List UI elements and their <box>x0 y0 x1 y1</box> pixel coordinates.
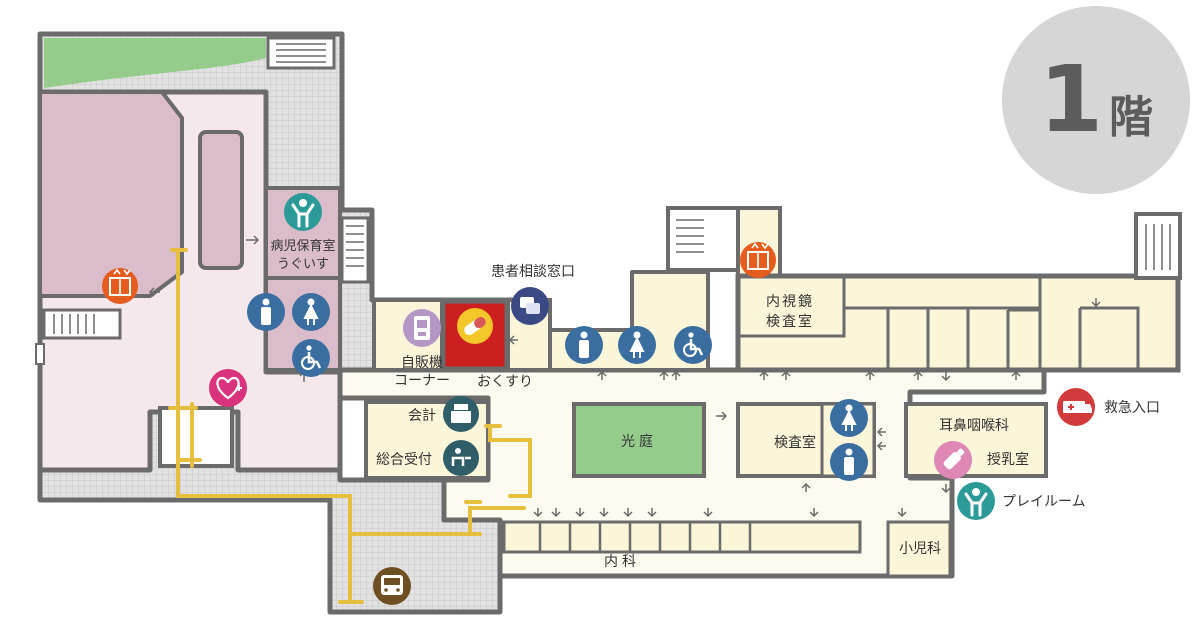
male-restroom-icon <box>830 443 868 481</box>
nursing-room-label: 授乳室 <box>987 451 1029 468</box>
consultation-label: 患者相談窓口 <box>491 263 575 280</box>
stairs-mid <box>666 206 740 272</box>
pink-column <box>198 130 244 270</box>
cash-register-icon <box>443 396 479 432</box>
stairs-left <box>42 308 122 340</box>
playroom-label: プレイルーム <box>1002 494 1086 510</box>
internal-medicine-row <box>502 520 862 554</box>
right-wing <box>735 273 1181 373</box>
chat-icon <box>511 287 549 325</box>
elevator-icon <box>740 242 776 278</box>
entrance-left <box>35 343 45 365</box>
child-icon <box>957 482 995 520</box>
pink-room-left <box>38 90 184 298</box>
sick-child-care-label: 病児保育室 <box>270 238 335 254</box>
female-restroom-icon <box>292 293 330 331</box>
garden-area <box>44 38 266 88</box>
child-icon <box>284 193 322 231</box>
floor-badge: 1 階 <box>1002 6 1190 194</box>
stairs-right <box>1134 212 1182 280</box>
floor-number: 1 <box>1038 46 1103 153</box>
internal-medicine-label: 内科 <box>604 554 640 570</box>
ambulance-icon <box>1057 388 1095 426</box>
pediatrics-room <box>886 520 952 578</box>
pediatrics-label: 小児科 <box>899 541 941 557</box>
elevator-icon <box>102 268 138 304</box>
vending-label-1: 自販機 <box>401 355 443 371</box>
general-reception-label: 総合受付 <box>376 452 432 468</box>
vending-machine-icon <box>403 309 441 347</box>
stairs-top <box>266 36 336 70</box>
endoscopy-label-1: 内視鏡 <box>766 294 814 310</box>
female-restroom-icon <box>618 326 656 364</box>
lab-label: 検査室 <box>774 434 816 451</box>
ent-room <box>904 402 1048 478</box>
emergency-entrance-label: 救急入口 <box>1104 400 1160 416</box>
uguisu-label: うぐいす <box>277 257 329 272</box>
vending-label-2: コーナー <box>394 373 450 389</box>
courtyard <box>572 402 706 478</box>
direction-arrows <box>148 235 1101 518</box>
guide-lines <box>168 248 532 604</box>
wheelchair-icon <box>292 339 330 377</box>
endoscopy-label-2: 検査室 <box>766 313 814 330</box>
male-restroom-icon <box>247 293 285 331</box>
heart-plus-icon <box>209 369 247 407</box>
baby-bottle-icon <box>934 441 972 479</box>
female-restroom-icon <box>830 399 868 437</box>
pharmacy-label: おくすり <box>477 374 533 390</box>
floor-suffix: 階 <box>1109 92 1153 143</box>
cashier-label: 会計 <box>408 408 436 424</box>
courtyard-label: 光庭 <box>621 433 657 450</box>
right-wing-rooms <box>736 274 1140 370</box>
pill-icon <box>457 308 493 344</box>
male-restroom-icon <box>565 326 603 364</box>
ent-label: 耳鼻咽喉科 <box>939 417 1009 434</box>
lift-shaft <box>158 406 234 468</box>
reception-icon <box>443 440 479 476</box>
bus-icon <box>373 567 411 605</box>
wheelchair-icon <box>674 326 712 364</box>
